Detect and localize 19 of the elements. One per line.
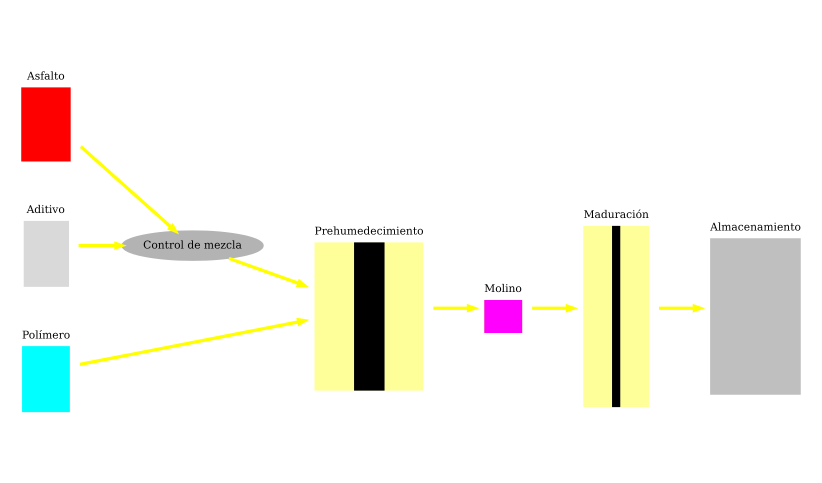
node-label: Prehumedecimiento: [314, 224, 424, 238]
node-label: Maduración: [584, 208, 649, 221]
node-box: [21, 87, 71, 162]
node-box: [22, 346, 70, 412]
arrow: [80, 318, 310, 366]
node-label: Polímero: [22, 328, 70, 342]
node-label: Asfalto: [26, 69, 65, 82]
arrow: [78, 241, 127, 250]
arrow: [659, 304, 706, 313]
arrow: [532, 304, 578, 313]
arrow: [228, 256, 309, 288]
node-label: Molino: [484, 282, 522, 296]
node-ellipse: Control de mezcla: [121, 230, 264, 261]
node-label: Aditivo: [26, 202, 65, 216]
arrow: [80, 145, 180, 234]
node-box: [710, 238, 801, 395]
arrow: [433, 304, 480, 313]
node-box: [24, 220, 70, 287]
node-label: Almacenamiento: [710, 220, 801, 234]
